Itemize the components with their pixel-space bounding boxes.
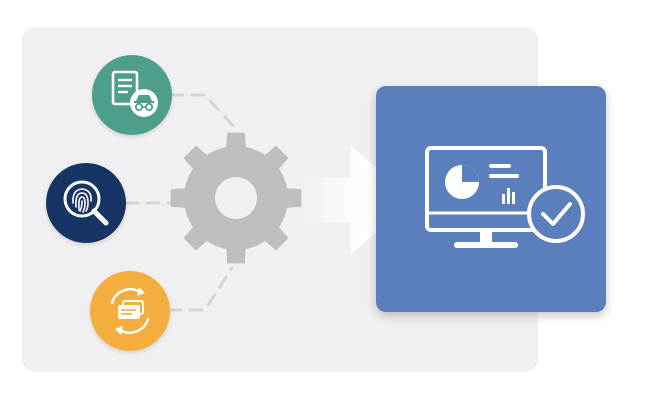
connector-doc bbox=[169, 93, 237, 130]
chat-refresh-icon bbox=[90, 271, 170, 351]
connector-chat bbox=[167, 266, 234, 312]
chat-source-circle bbox=[90, 271, 170, 351]
gear-icon bbox=[170, 132, 302, 264]
fingerprint-search-icon bbox=[46, 163, 126, 243]
document-incognito-icon bbox=[92, 55, 172, 135]
fingerprint-source-circle bbox=[46, 163, 126, 243]
dashboard-output-card bbox=[376, 86, 606, 312]
monitor-dashboard-check-icon bbox=[376, 86, 606, 312]
arrow-right-icon bbox=[300, 145, 413, 255]
document-source-circle bbox=[92, 55, 172, 135]
